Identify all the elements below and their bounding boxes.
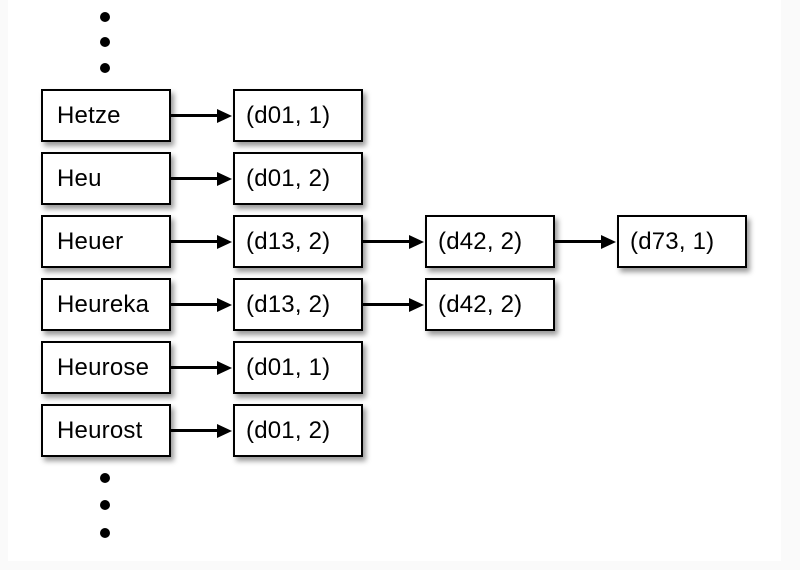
posting-box: (d01, 1) bbox=[233, 89, 363, 142]
term-box: Heurost bbox=[41, 404, 171, 457]
ellipsis-dot bbox=[100, 500, 110, 510]
posting-box: (d01, 2) bbox=[233, 152, 363, 205]
arrow bbox=[171, 171, 232, 186]
arrow bbox=[171, 360, 232, 375]
posting-box: (d13, 2) bbox=[233, 278, 363, 331]
ellipsis-dot bbox=[100, 473, 110, 483]
arrow bbox=[171, 297, 232, 312]
arrow bbox=[171, 108, 232, 123]
posting-box: (d13, 2) bbox=[233, 215, 363, 268]
arrow bbox=[171, 234, 232, 249]
term-box: Heurose bbox=[41, 341, 171, 394]
arrow bbox=[363, 234, 424, 249]
term-box: Heu bbox=[41, 152, 171, 205]
term-box: Hetze bbox=[41, 89, 171, 142]
posting-box: (d01, 1) bbox=[233, 341, 363, 394]
term-box: Heuer bbox=[41, 215, 171, 268]
arrow bbox=[363, 297, 424, 312]
arrow bbox=[171, 423, 232, 438]
arrow bbox=[555, 234, 616, 249]
ellipsis-dot bbox=[100, 528, 110, 538]
posting-box: (d42, 2) bbox=[425, 215, 555, 268]
ellipsis-dot bbox=[100, 12, 110, 22]
posting-box: (d42, 2) bbox=[425, 278, 555, 331]
posting-box: (d01, 2) bbox=[233, 404, 363, 457]
ellipsis-dot bbox=[100, 63, 110, 73]
ellipsis-dot bbox=[100, 37, 110, 47]
posting-box: (d73, 1) bbox=[617, 215, 747, 268]
term-box: Heureka bbox=[41, 278, 171, 331]
